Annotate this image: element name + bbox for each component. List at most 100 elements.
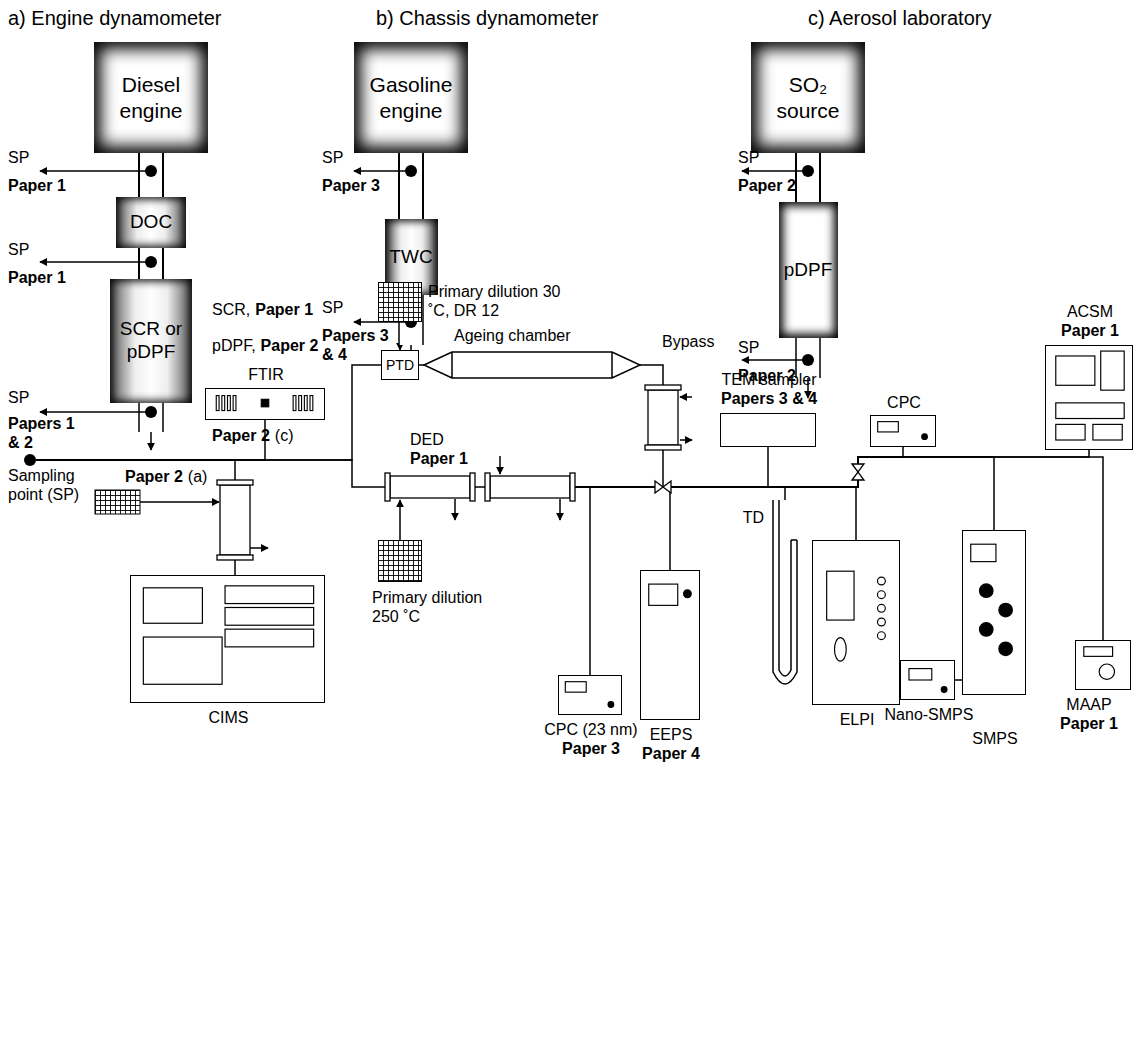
pipe-wall [138, 153, 164, 197]
dilution-arrow [140, 501, 219, 503]
sampling-arrow [40, 411, 151, 413]
instrument-box: MAAPPaper 1 [1075, 640, 1131, 690]
panel-detail [233, 396, 236, 411]
node-title: SCR or pDPF [114, 318, 188, 364]
pipe-wall [819, 335, 821, 378]
panel-detail [1056, 424, 1085, 440]
sample-line-path [575, 487, 856, 540]
panel-detail [261, 399, 269, 407]
instrument-box: EEPSPaper 4 [640, 570, 700, 720]
instrument-box: ELPI [812, 540, 900, 705]
annotation-label: SP [322, 148, 343, 167]
sample-line-path [575, 447, 903, 487]
sample-line [575, 487, 590, 675]
dilution-arrow [499, 456, 501, 474]
instrument-box: CPC [870, 415, 936, 447]
node-title: TWC [389, 246, 432, 269]
panel-detail [649, 584, 678, 605]
pipe-wall [795, 153, 821, 202]
node-title: Gasoline engine [358, 72, 464, 122]
filter-unit: pDPF [779, 202, 838, 338]
panel-detail [1084, 647, 1113, 657]
instrument-detail [813, 541, 899, 704]
annotation-label: SCR, [212, 300, 250, 319]
text-group: DOC [116, 197, 186, 248]
pipe-wall [422, 292, 424, 345]
sample-line-path [575, 457, 994, 530]
diluter-flange [217, 555, 253, 560]
node-title: DED [410, 430, 444, 449]
paper-reference: Paper 1 [1060, 714, 1118, 733]
paper-reference: Paper 1 [8, 176, 66, 195]
pipe-bore [140, 248, 162, 279]
sample-line [575, 447, 903, 487]
panel-detail [225, 586, 314, 604]
paper-reference: Paper 1 [8, 268, 66, 287]
text-group: EEPSPaper 4 [621, 725, 721, 763]
sampling-point-dot [145, 165, 157, 177]
diluter-flange [645, 385, 681, 390]
annotation-label: SP [738, 148, 759, 167]
engine-block: Gasoline engine [354, 42, 468, 153]
instrument-detail [206, 389, 324, 419]
paper-reference: Paper 3 [562, 739, 620, 758]
sampling-arrow [742, 170, 808, 172]
grid-outline [378, 282, 422, 322]
paper-reference: Paper 2 [212, 426, 270, 445]
node-title: Primary dilution 30 ˚C, DR 12 [428, 282, 568, 320]
sampling-arrow [40, 170, 151, 172]
diluter-body [220, 485, 250, 555]
panel-detail [827, 571, 854, 620]
paper-reference: Paper 2 [738, 176, 796, 195]
text-group: CIMS [131, 708, 326, 727]
annotation-label: (c) [275, 426, 294, 445]
text-group: SO₂ source [751, 42, 865, 153]
paper-reference: Paper 1 [255, 300, 313, 319]
knob-detail [979, 623, 993, 637]
u-tube [773, 500, 797, 684]
annotation-label: SP [738, 338, 759, 357]
panel-detail [225, 608, 314, 626]
sample-line [36, 365, 381, 460]
sampling-arrow [40, 261, 151, 263]
diluter-flange [385, 473, 390, 501]
dilution-air-supply: Primary dilution 30 ˚C, DR 12 [378, 282, 422, 322]
instrument-detail [131, 576, 324, 702]
text-group: SCR or pDPF [110, 279, 192, 403]
panel-title: b) Chassis dynamometer [376, 6, 598, 30]
sample-line [36, 460, 385, 487]
flow-line [475, 486, 485, 488]
engine-block: SO₂ source [751, 42, 865, 153]
paper-reference: Paper 2 [738, 366, 796, 385]
exhaust-pipe [411, 153, 412, 219]
knob-detail [878, 604, 886, 612]
panel-detail [304, 396, 307, 411]
node-title: Diesel engine [98, 72, 204, 122]
excess-arrow [454, 499, 456, 520]
bypass-line [640, 365, 663, 385]
node-title: Sampling point (SP) [8, 466, 108, 504]
sample-line-path [36, 365, 381, 460]
panel-detail [971, 544, 996, 561]
engine-block: Diesel engine [94, 42, 208, 153]
instrument-box: CIMS [130, 575, 325, 703]
text-group: pDPF [779, 202, 838, 338]
sample-line-path [36, 460, 385, 487]
pipe-wall [398, 153, 424, 219]
node-title: SO₂ source [755, 72, 861, 122]
diluter-flange [470, 473, 475, 501]
pipe-bore [140, 153, 162, 197]
annotation-label: SP [8, 388, 29, 407]
dilution-grid [379, 541, 422, 582]
paper-reference: Paper 2 [125, 467, 183, 486]
panel-detail [1101, 351, 1124, 390]
pipe-wall [162, 400, 164, 432]
sample-line [575, 450, 1089, 487]
ageing-outline [424, 350, 640, 380]
node-title: FTIR [248, 365, 284, 384]
paper-reference: Paper 2 [261, 336, 319, 355]
knob-detail [608, 702, 614, 708]
knob-detail [684, 590, 692, 598]
annotation-label: SP [322, 298, 343, 317]
